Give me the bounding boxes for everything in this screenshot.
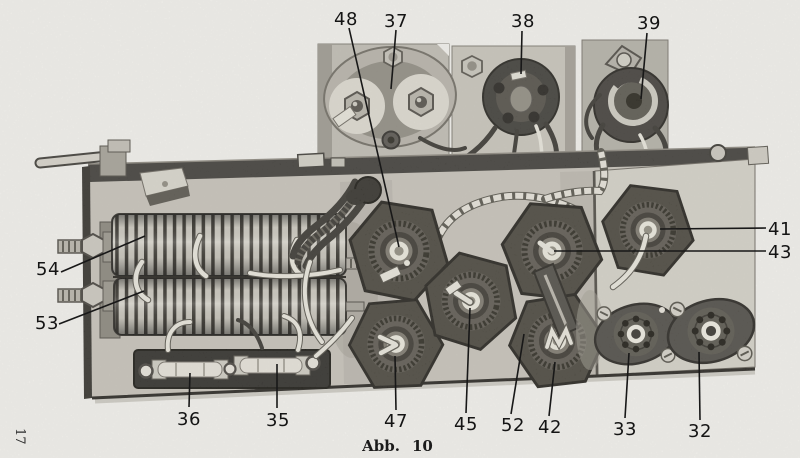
callout-41-line <box>659 227 767 230</box>
figure-caption-number: 10 <box>412 437 433 455</box>
callout-48-label: 48 <box>334 9 358 30</box>
callout-33-line <box>624 352 630 419</box>
callout-53-label: 53 <box>35 313 59 334</box>
callout-35-label: 35 <box>266 410 290 431</box>
callout-lines <box>58 27 767 421</box>
callout-36-label: 36 <box>177 409 201 430</box>
callout-54-label: 54 <box>36 259 60 280</box>
callout-42-line <box>548 361 556 417</box>
callout-37-line <box>390 29 397 90</box>
callout-39-label: 39 <box>637 13 661 34</box>
callout-52-label: 52 <box>501 415 525 436</box>
callout-37-label: 37 <box>384 11 408 32</box>
callout-53-line <box>58 290 145 325</box>
callout-36-line <box>188 372 191 408</box>
callout-45-line <box>465 307 471 414</box>
callout-52-line <box>510 333 525 415</box>
callout-41-label: 41 <box>768 219 792 240</box>
callout-45-label: 45 <box>454 414 478 435</box>
callout-54-line <box>60 235 146 273</box>
page-number: 17 <box>12 428 27 445</box>
callout-47-label: 47 <box>384 411 408 432</box>
callout-48-line <box>348 27 400 248</box>
figure-caption: Abb. 10 <box>361 437 433 455</box>
callout-32-label: 32 <box>688 421 712 442</box>
callout-47-line <box>394 355 397 411</box>
callout-33-label: 33 <box>613 419 637 440</box>
figure-caption-label: Abb. <box>361 437 400 455</box>
callout-43-label: 43 <box>768 242 792 263</box>
callout-32-line <box>698 351 701 421</box>
callout-42-label: 42 <box>538 417 562 438</box>
callout-labels: 48 37 38 39 41 43 54 53 36 35 47 45 52 4… <box>35 9 792 442</box>
callout-38-line <box>520 30 523 75</box>
callout-39-line <box>640 32 648 100</box>
callout-38-label: 38 <box>511 11 535 32</box>
